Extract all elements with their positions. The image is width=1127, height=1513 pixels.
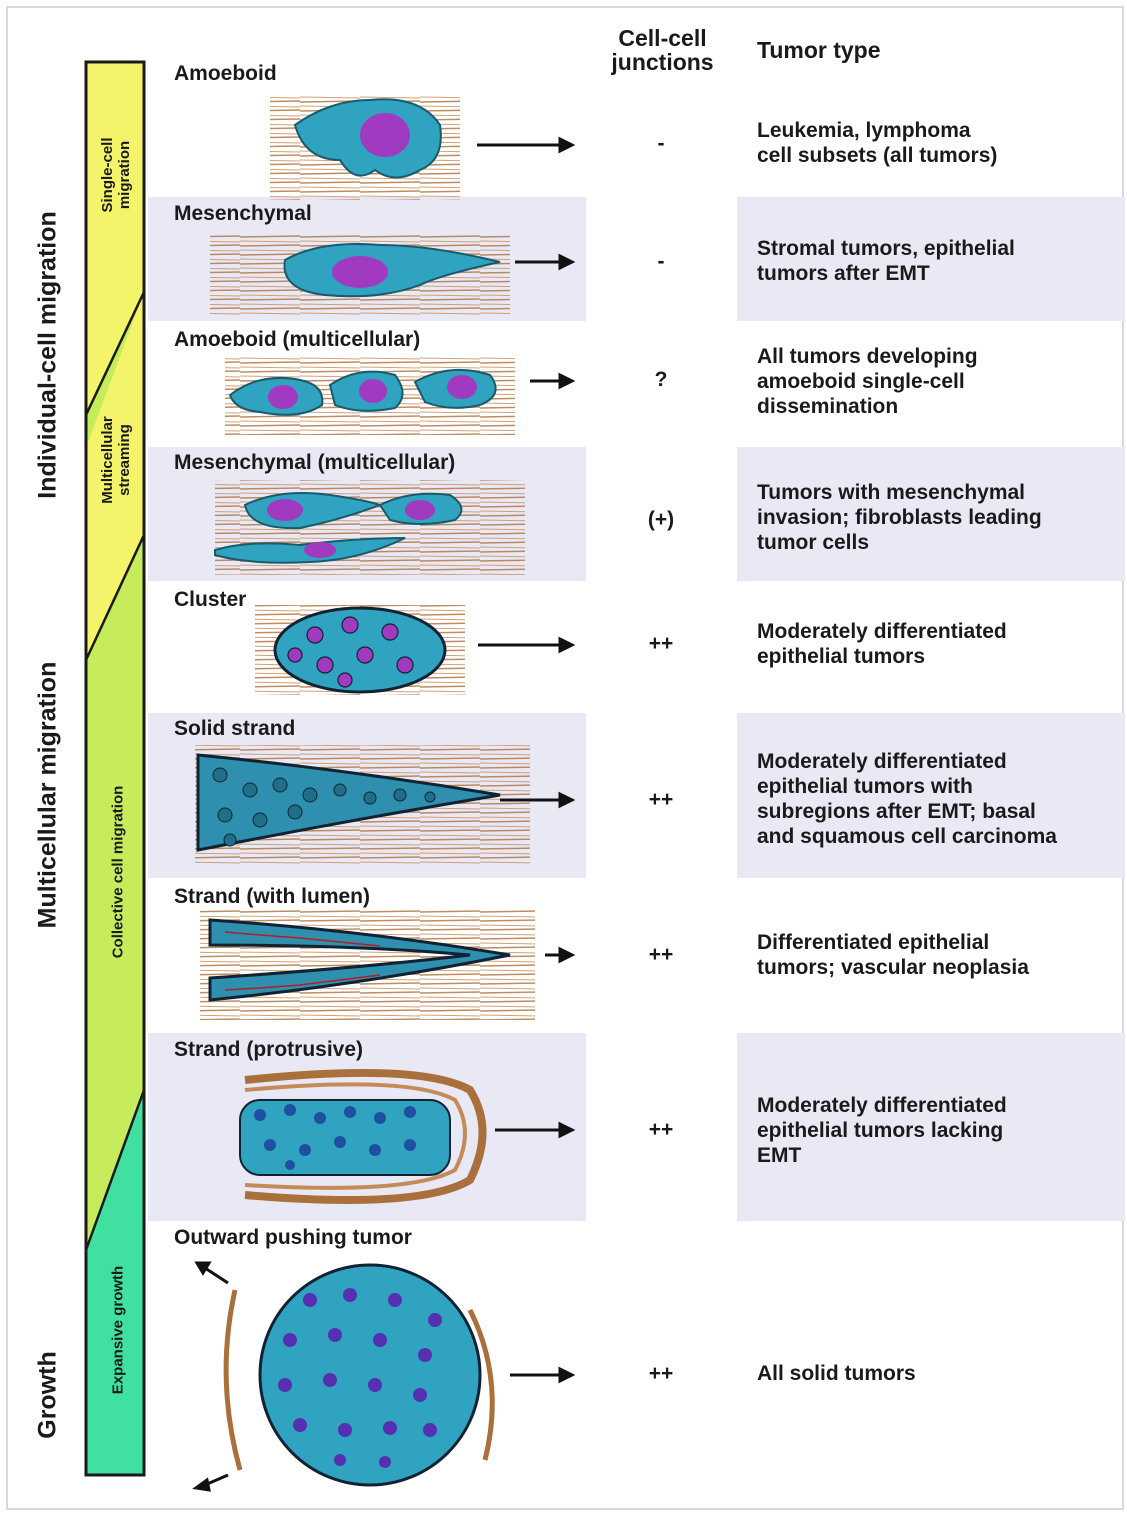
tumor-type-outward-pushing: All solid tumors [757, 1361, 916, 1386]
amoeboid-illustration [270, 95, 460, 200]
row-label-amoeboid: Amoeboid [174, 62, 277, 86]
outward-pushing-tumor-illustration [226, 1265, 492, 1485]
cluster-illustration [255, 605, 465, 695]
tumor-type-amoeboid-multicellular: All tumors developing amoeboid single-ce… [757, 344, 978, 419]
tumor-type-strand-lumen: Differentiated epithelial tumors; vascul… [757, 930, 1029, 980]
row-label-outward-pushing: Outward pushing tumor [174, 1226, 412, 1250]
junction-strand-lumen: ++ [630, 943, 692, 967]
junction-amoeboid: - [630, 132, 692, 156]
row-label-cluster: Cluster [174, 588, 246, 612]
row-label-strand-protrusive: Strand (protrusive) [174, 1038, 363, 1062]
solid-strand-illustration [195, 745, 530, 865]
tumor-type-cluster: Moderately differentiated epithelial tum… [757, 619, 1007, 669]
tumor-type-strand-protrusive: Moderately differentiated epithelial tum… [757, 1093, 1007, 1168]
junction-mesenchymal-multicellular: (+) [630, 508, 692, 532]
junction-mesenchymal: - [630, 250, 692, 274]
migration-band [86, 62, 144, 1475]
row-label-mesenchymal-multicellular: Mesenchymal (multicellular) [174, 451, 455, 475]
tumor-type-mesenchymal: Stromal tumors, epithelial tumors after … [757, 236, 1015, 286]
multicellular-streaming-band-label: Multicellular streaming [99, 416, 133, 504]
junction-cluster: ++ [630, 632, 692, 656]
junction-outward-pushing: ++ [630, 1362, 692, 1386]
junctions-header: Cell-cell junctions [600, 26, 725, 74]
collective-cell-migration-band-label: Collective cell migration [110, 786, 127, 959]
mesenchymal-illustration [210, 235, 510, 315]
row-label-solid-strand: Solid strand [174, 717, 295, 741]
growth-label: Growth [34, 1351, 63, 1439]
amoeboid-multicellular-illustration [225, 355, 515, 435]
row-label-strand-lumen: Strand (with lumen) [174, 885, 370, 909]
junction-solid-strand: ++ [630, 788, 692, 812]
multicellular-migration-label: Multicellular migration [34, 662, 63, 929]
expansive-growth-band-label: Expansive growth [110, 1266, 127, 1394]
tumor-type-header: Tumor type [757, 38, 881, 62]
row-label-amoeboid-multicellular: Amoeboid (multicellular) [174, 328, 420, 352]
tumor-type-solid-strand: Moderately differentiated epithelial tum… [757, 749, 1057, 849]
mesenchymal-multicellular-illustration [215, 480, 525, 575]
single-cell-migration-band-label: Single-cell migration [99, 137, 133, 212]
strand-lumen-illustration [200, 910, 535, 1020]
strand-protrusive-illustration [240, 1073, 483, 1200]
tumor-type-amoeboid: Leukemia, lymphoma cell subsets (all tum… [757, 118, 997, 168]
individual-cell-migration-label: Individual-cell migration [34, 211, 63, 499]
junction-amoeboid-multicellular: ? [630, 368, 692, 392]
row-label-mesenchymal: Mesenchymal [174, 202, 312, 226]
junction-strand-protrusive: ++ [630, 1118, 692, 1142]
tumor-type-mesenchymal-multicellular: Tumors with mesenchymal invasion; fibrob… [757, 480, 1042, 555]
